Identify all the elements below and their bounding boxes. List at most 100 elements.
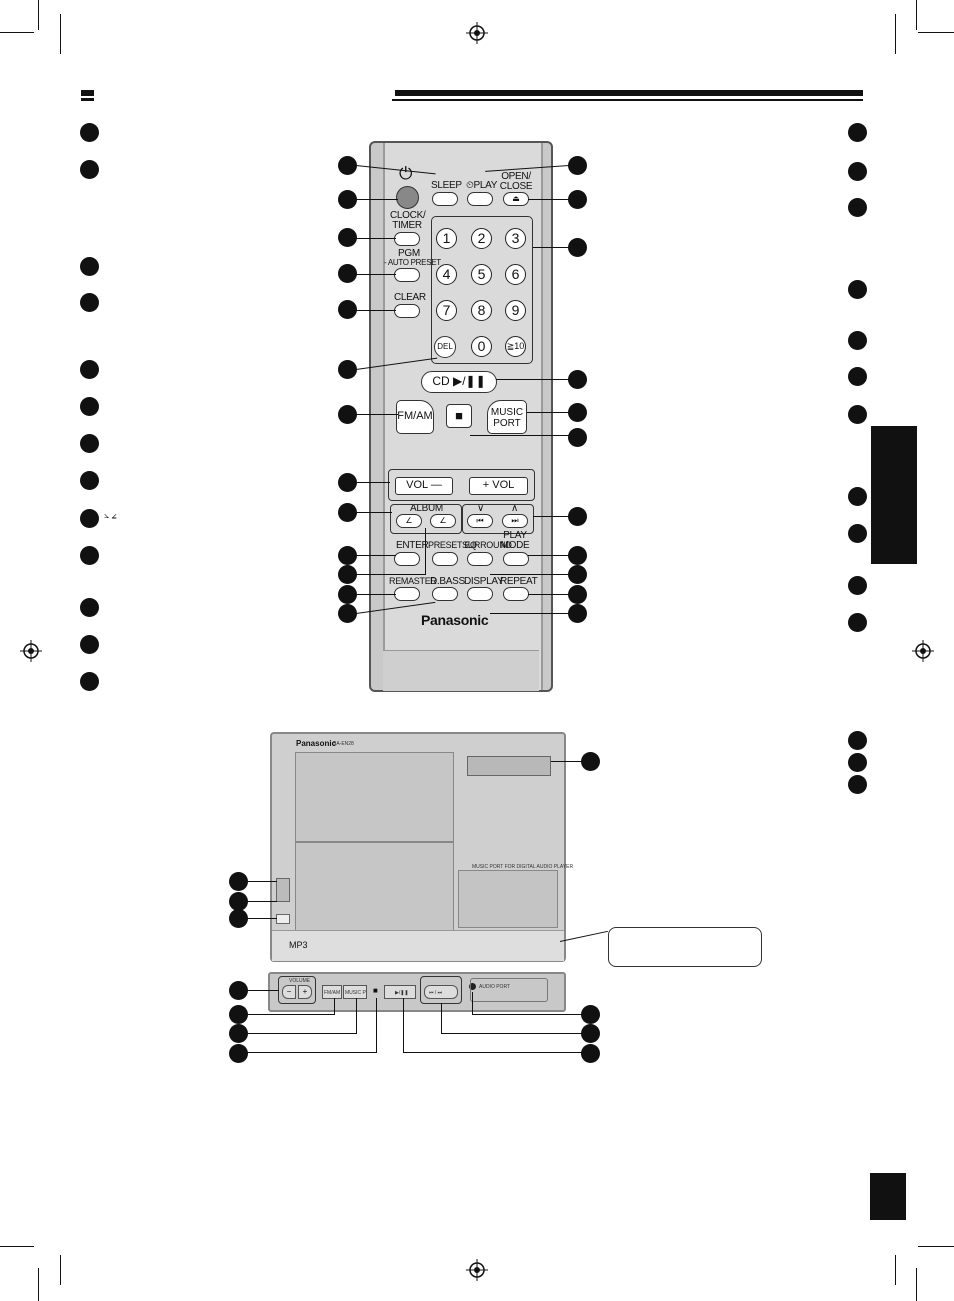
- num-key-1[interactable]: 1: [436, 228, 457, 249]
- sleep-label: SLEEP: [431, 180, 462, 191]
- unit-stop-icon[interactable]: ■: [373, 986, 378, 995]
- crop-mark: [895, 14, 896, 54]
- clear-button[interactable]: [394, 304, 420, 318]
- skip-next-button[interactable]: ⏭: [502, 514, 528, 528]
- num-key-5[interactable]: 5: [471, 264, 492, 285]
- right-bullet: [848, 753, 867, 772]
- unit-fm-am-label: FM/AM: [324, 990, 341, 996]
- audio-port-jack[interactable]: [469, 983, 476, 990]
- clock-timer-button[interactable]: [394, 232, 420, 246]
- unit-fm-am-button[interactable]: [322, 985, 342, 999]
- display-button[interactable]: [467, 587, 493, 601]
- remote-callout-right: [568, 546, 587, 565]
- dbass-button[interactable]: [432, 587, 458, 601]
- unit-side-button-upper[interactable]: [276, 878, 290, 902]
- preset-eq-label: PRESET EQ: [428, 540, 477, 550]
- vol-down-button[interactable]: VOL —: [395, 477, 453, 495]
- skip-prev-button[interactable]: ⏮: [467, 514, 493, 528]
- numeric-keypad-frame: [431, 216, 533, 364]
- unit-skip-buttons[interactable]: [424, 985, 458, 999]
- num-key-8[interactable]: 8: [471, 300, 492, 321]
- right-bullet: [848, 487, 867, 506]
- vol-up-button[interactable]: + VOL: [469, 477, 528, 495]
- crop-mark: [60, 1255, 61, 1285]
- unit-model: SA-EN28: [333, 741, 354, 747]
- num-key-10[interactable]: ≧10: [505, 336, 526, 357]
- remote-callout-left: [338, 473, 357, 492]
- remote-callout-right: [568, 507, 587, 526]
- leader-line: [496, 379, 569, 380]
- num-key-2[interactable]: 2: [471, 228, 492, 249]
- music-port-button[interactable]: MUSIC PORT: [487, 400, 527, 434]
- num-key-6[interactable]: 6: [505, 264, 526, 285]
- play-mode-button[interactable]: [503, 552, 529, 566]
- remote-callout-left: [338, 405, 357, 424]
- up-arrow-label: ∧: [511, 503, 519, 514]
- unit-callout-bullet: [229, 892, 248, 911]
- auto-preset-label: - AUTO PRESET: [384, 258, 441, 267]
- unit-callout-bullet: [229, 909, 248, 928]
- unit-callout-bullet: [581, 1024, 600, 1043]
- leader-line: [247, 881, 277, 882]
- del-button[interactable]: DEL: [434, 336, 456, 358]
- unit-music-p-label: MUSIC P: [345, 990, 366, 996]
- unit-skip-label: ⏮ / ⏭: [429, 990, 443, 996]
- album-down-button[interactable]: ∠: [396, 514, 422, 528]
- repeat-button[interactable]: [503, 587, 529, 601]
- unit-side-button-lower[interactable]: [276, 914, 290, 924]
- left-bullet: [80, 509, 99, 528]
- surround-label: SURROUND: [462, 540, 512, 550]
- surround-button[interactable]: [467, 552, 493, 566]
- leader-line: [441, 1033, 582, 1034]
- num-key-0[interactable]: 0: [471, 336, 492, 357]
- preset-eq-button[interactable]: [432, 552, 458, 566]
- remaster-button[interactable]: [394, 587, 420, 601]
- album-down-icon: ∠: [405, 516, 413, 525]
- leader-line: [247, 1052, 377, 1053]
- leader-line: [441, 1003, 442, 1033]
- down-arrow-label: ∨: [477, 503, 485, 514]
- album-frame: [390, 504, 462, 534]
- crop-mark: [60, 14, 61, 54]
- leader-line: [247, 901, 277, 902]
- eject-button[interactable]: ⏏: [503, 192, 529, 206]
- display-label: DISPLAY: [464, 576, 504, 587]
- unit-play-pause-button[interactable]: [384, 985, 416, 999]
- leader-line: [551, 761, 581, 762]
- unit-callout-bullet: [229, 1005, 248, 1024]
- leader-line: [533, 516, 569, 517]
- sleep-button[interactable]: [432, 192, 458, 206]
- play-mode-label: PLAY MODE: [500, 530, 530, 551]
- unit-vol-down-button[interactable]: −: [282, 985, 296, 999]
- left-bullet: [80, 546, 99, 565]
- header-rule-thin: [392, 99, 863, 101]
- unit-music-port-button[interactable]: [343, 985, 367, 999]
- unit-vol-up-button[interactable]: +: [298, 985, 312, 999]
- pgm-button[interactable]: [394, 268, 420, 282]
- play-timer-button[interactable]: [467, 192, 493, 206]
- fm-am-button[interactable]: FM/AM: [396, 400, 434, 434]
- num-key-7[interactable]: 7: [436, 300, 457, 321]
- leader-line: [425, 528, 426, 575]
- power-button[interactable]: [396, 186, 419, 209]
- num-key-4[interactable]: 4: [436, 264, 457, 285]
- music-port-caption: MUSIC PORT FOR DIGITAL AUDIO PLAYER: [472, 864, 574, 870]
- crop-mark: [38, 1268, 39, 1301]
- left-bullet: [80, 123, 99, 142]
- left-bullet: [80, 160, 99, 179]
- num-key-9[interactable]: 9: [505, 300, 526, 321]
- left-bullet: [80, 471, 99, 490]
- stop-button[interactable]: ■: [446, 404, 472, 428]
- num-key-3[interactable]: 3: [505, 228, 526, 249]
- power-symbol: ⏻: [399, 164, 413, 183]
- unit-callout-bullet: [229, 872, 248, 891]
- leader-line: [356, 238, 396, 239]
- enter-button[interactable]: [394, 552, 420, 566]
- leader-line: [533, 247, 569, 248]
- cd-lid-lower: [295, 842, 454, 932]
- album-up-button[interactable]: ∠: [430, 514, 456, 528]
- right-bullet: [848, 731, 867, 750]
- cd-play-pause-button[interactable]: CD ▶/❚❚: [421, 371, 497, 393]
- remote-callout-left: [338, 360, 357, 379]
- leader-line: [472, 1014, 582, 1015]
